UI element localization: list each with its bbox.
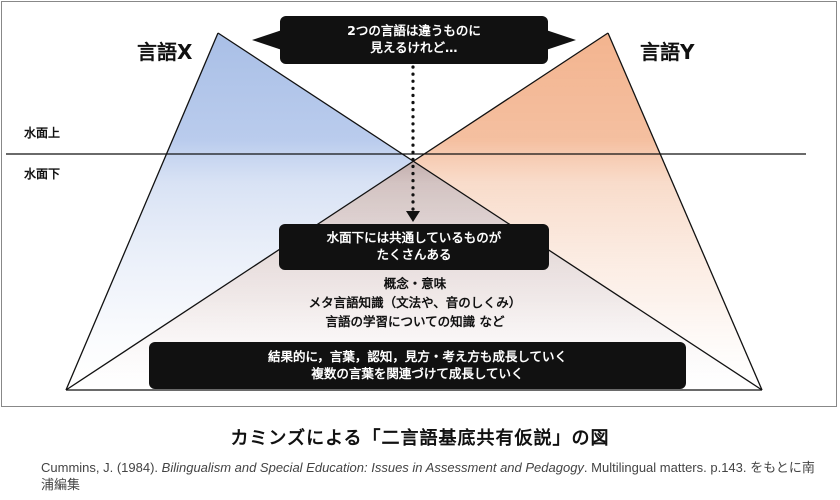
above-water-label: 水面上 <box>24 126 61 140</box>
callout-top-line-1: 2つの言語は違うものに <box>347 23 481 39</box>
example-concepts: 概念・意味 <box>383 276 447 291</box>
example-learning-knowledge: 言語の学習についての知識 など <box>325 314 505 329</box>
citation: Cummins, J. (1984). Bilingualism and Spe… <box>41 459 821 493</box>
callout-bottom-line-2: 複数の言葉を関連づけて成長していく <box>311 365 524 381</box>
lang-y-left-edge <box>65 32 609 391</box>
callout-bottom-line-1: 結果的に，言葉，認知，見方・考え方も成長していく <box>267 348 567 364</box>
citation-prefix: Cummins, J. (1984). <box>41 460 162 475</box>
below-water-label: 水面下 <box>24 167 61 181</box>
lang-x-left-edge <box>65 32 219 391</box>
lang-y-label: 言語Y <box>640 40 695 64</box>
iceberg-diagram <box>6 30 806 391</box>
lang-x-label: 言語X <box>137 40 193 64</box>
pointer-left-icon <box>252 30 282 50</box>
callout-different-languages: 2つの言語は違うものに 見えるけれど… <box>280 16 548 64</box>
lang-x-right-edge <box>217 32 763 391</box>
callout-result-growth: 結果的に，言葉，認知，見方・考え方も成長していく 複数の言葉を関連づけて成長して… <box>149 342 686 389</box>
citation-book-title: Bilingualism and Special Education: Issu… <box>161 460 584 475</box>
diagram-frame <box>1 1 837 407</box>
citation-suffix: . Multilingual matters. p.143. をもとに南浦編集 <box>41 460 815 492</box>
callout-top-line-2: 見えるけれど… <box>370 40 458 55</box>
lang-y-right-edge <box>607 32 763 391</box>
figure-title: カミンズによる「二言語基底共有仮説」の図 <box>230 428 610 449</box>
callout-mid-line-2: たくさんある <box>376 247 452 262</box>
callout-common-underlying: 水面下には共通しているものが たくさんある <box>279 224 549 270</box>
pointer-right-icon <box>546 30 576 50</box>
callout-mid-line-1: 水面下には共通しているものが <box>326 230 502 246</box>
arrow-down-icon <box>406 211 420 222</box>
example-metalinguistic: メタ言語知識（文法や、音のしくみ） <box>308 295 522 310</box>
shared-knowledge-list: 概念・意味 メタ言語知識（文法や、音のしくみ） 言語の学習についての知識 など <box>280 274 550 331</box>
